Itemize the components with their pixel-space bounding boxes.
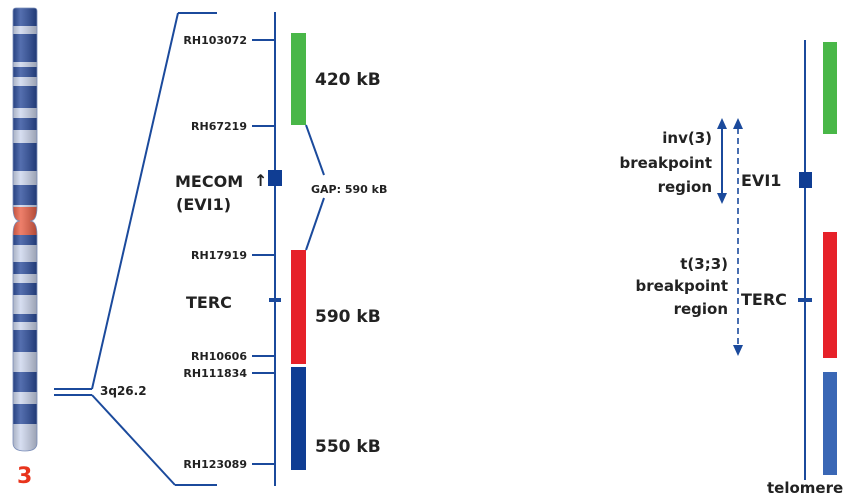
- gap-line-bottom: [305, 197, 325, 251]
- right-segment-green: [823, 42, 837, 134]
- band-label: 3q26.2: [100, 384, 147, 398]
- zoom-line-bottom: [91, 394, 176, 486]
- t-arrow-down-icon: [733, 345, 743, 356]
- chromosome-outline: [12, 7, 38, 452]
- segment-green: [291, 33, 306, 125]
- segment-size-1: 420 kB: [315, 70, 381, 90]
- chromosome-number: 3: [17, 464, 32, 489]
- terc-label: TERC: [186, 293, 232, 312]
- gap-label: GAP: 590 kB: [311, 183, 387, 196]
- inv-arrow-down-icon: [717, 193, 727, 204]
- segment-blue: [291, 367, 306, 470]
- marker-label-3: RH17919: [191, 249, 247, 262]
- mecom-gene-marker: [268, 170, 282, 186]
- evi1-gene-marker: [799, 172, 812, 188]
- right-segment-red: [823, 232, 837, 358]
- mecom-arrow-icon: ↑: [254, 171, 267, 190]
- inv-arrow-up-icon: [717, 118, 727, 129]
- segment-red: [291, 250, 306, 364]
- terc-right-label: TERC: [741, 290, 787, 309]
- t-region-label-line-3: region: [674, 300, 728, 318]
- segment-size-3: 550 kB: [315, 437, 381, 457]
- inv-region-label-line-2: breakpoint: [620, 154, 712, 172]
- inv-region-label-line-3: region: [658, 178, 712, 196]
- evi1-label: EVI1: [741, 171, 781, 190]
- mecom-label: MECOM: [175, 172, 243, 191]
- chromosome-shading: [13, 8, 37, 451]
- mecom-alias-label: (EVI1): [176, 195, 231, 214]
- segment-size-2: 590 kB: [315, 307, 381, 327]
- marker-label-6: RH123089: [183, 458, 247, 471]
- right-segment-blue: [823, 372, 837, 475]
- marker-label-2: RH67219: [191, 120, 247, 133]
- t-region-label-line-1: t(3;3): [680, 255, 728, 273]
- terc-right-gene-marker: [798, 298, 812, 302]
- t-arrow-up-icon: [733, 118, 743, 129]
- marker-label-5: RH111834: [183, 367, 247, 380]
- gap-line-top: [305, 124, 325, 176]
- t-region-label-line-2: breakpoint: [636, 277, 728, 295]
- terc-gene-marker: [269, 298, 281, 302]
- marker-label-1: RH103072: [183, 34, 247, 47]
- inv-region-label-line-1: inv(3): [662, 129, 712, 147]
- zoom-line-top: [91, 12, 179, 390]
- telomere-label: telomere: [767, 479, 843, 497]
- chromosome-ideogram: [13, 8, 37, 451]
- marker-label-4: RH10606: [191, 350, 247, 363]
